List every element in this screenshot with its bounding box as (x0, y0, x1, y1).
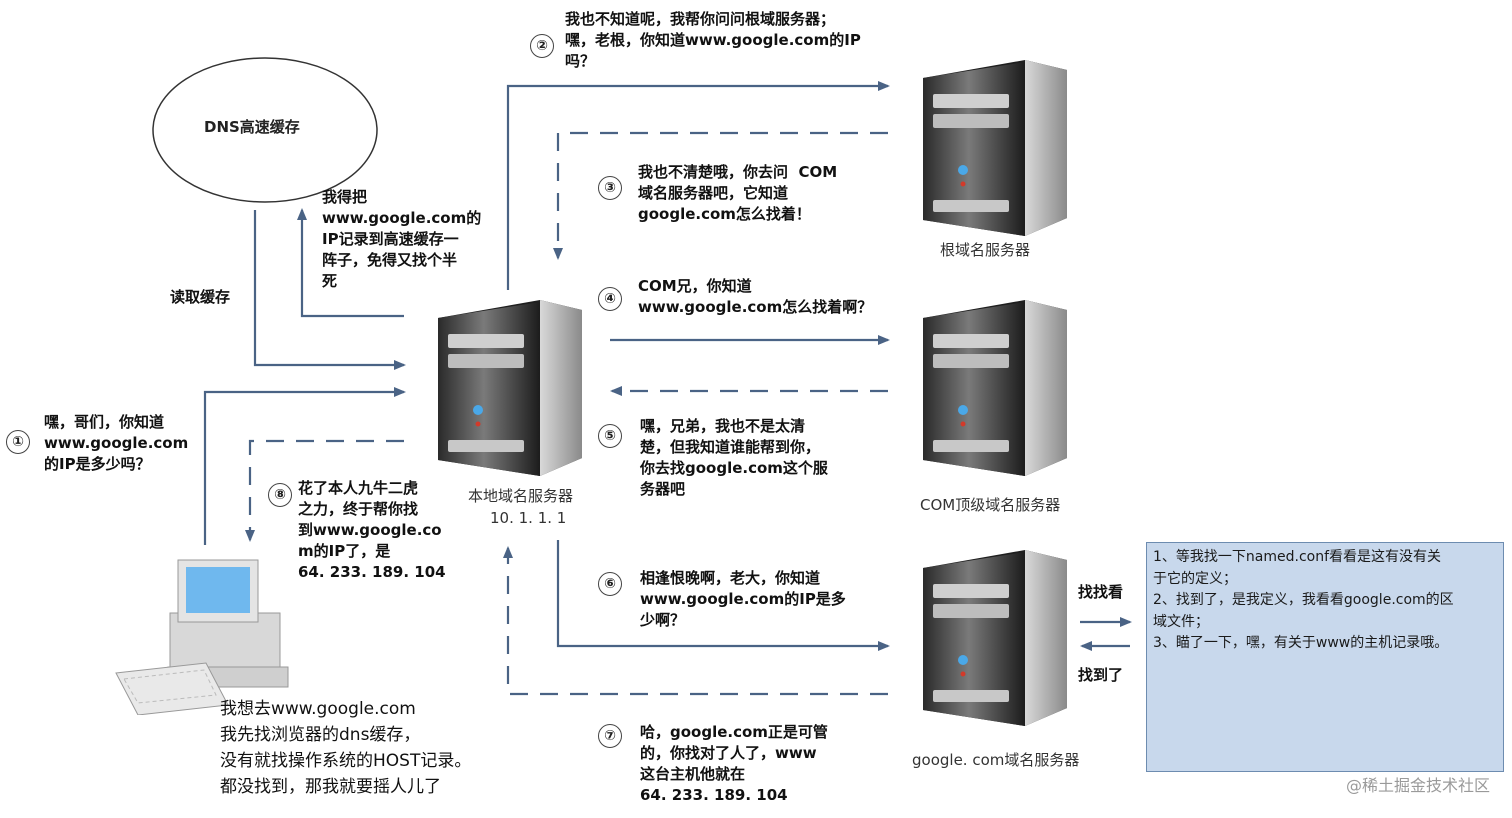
local-server-ip: 10. 1. 1. 1 (490, 509, 567, 527)
user-line-1: 我想去www.google.com (220, 699, 416, 719)
step-7-text: 哈，google.com正是可管 的，你找对了人了，www 这台主机他就在 64… (640, 723, 828, 804)
step-number-2: ② (530, 34, 554, 58)
user-description: 我想去www.google.com 我先找浏览器的dns缓存， 没有就找操作系统… (220, 696, 471, 800)
google-server-label: google. com域名服务器 (912, 751, 1080, 769)
arrow-step-1 (203, 387, 406, 545)
client-computer-icon (115, 559, 289, 715)
note-line-3: 2、找到了，是我定义，我看看google.com的区 (1153, 592, 1454, 608)
user-line-3: 没有就找操作系统的HOST记录。 (220, 751, 472, 771)
step-6-text: 相逢恨晚啊，老大，你知道 www.google.com的IP是多 少啊？ (640, 569, 846, 629)
named-conf-note: 1、等我找一下named.conf看看是这有没有关 于它的定义； 2、找到了，是… (1146, 542, 1504, 772)
arrow-step-2 (506, 81, 890, 290)
arrow-step-7 (503, 546, 888, 696)
arrow-step-3 (553, 131, 888, 260)
note-line-2: 于它的定义； (1153, 570, 1237, 587)
step-number-7: ⑦ (598, 724, 622, 748)
arrow-step-6 (556, 540, 890, 651)
dns-cache-ellipse (152, 57, 378, 203)
save-cache-text: 我得把 www.google.com的 IP记录到高速缓存一 阵子，免得又找个半… (322, 188, 482, 290)
step-number-1: ① (6, 430, 30, 454)
user-line-2: 我先找浏览器的dns缓存， (220, 725, 421, 745)
watermark: @稀土掘金技术社区 (1345, 776, 1490, 795)
note-line-1: 1、等我找一下named.conf看看是这有没有关 (1153, 549, 1442, 565)
local-server-label: 本地域名服务器 (468, 487, 574, 505)
found-label: 找到了 (1078, 666, 1124, 684)
step-number-4: ④ (598, 287, 622, 311)
arrow-save-cache (297, 208, 404, 318)
step-5-text: 嘿，兄弟，我也不是太清 楚，但我知道谁能帮到你， 你去找google.com这个… (640, 417, 828, 498)
com-server-label: COM顶级域名服务器 (920, 496, 1061, 514)
step-4-text: COM兄，你知道 www.google.com怎么找着啊？ (638, 277, 873, 316)
user-line-4: 都没找到，那我就要摇人儿了 (220, 777, 441, 797)
root-server-icon (923, 60, 1067, 236)
root-server-label: 根域名服务器 (940, 241, 1031, 259)
read-cache-label: 读取缓存 (170, 288, 231, 306)
step-number-8: ⑧ (268, 483, 292, 507)
local-server-icon (438, 300, 582, 476)
arrow-read-cache (253, 210, 406, 370)
step-number-3: ③ (598, 176, 622, 200)
note-line-5: 3、瞄了一下，嘿，有关于www的主机记录哦。 (1153, 635, 1449, 651)
step-3-text: 我也不清楚哦，你去问 COM 域名服务器吧，它知道 google.com怎么找着… (638, 163, 838, 223)
step-8-text: 花了本人九牛二虎 之力，终于帮你找 到www.google.co m的IP了，是… (298, 479, 446, 581)
step-number-6: ⑥ (598, 572, 622, 596)
step-1-text: 嘿，哥们，你知道 www.google.com 的IP是多少吗？ (44, 413, 189, 473)
find-label: 找找看 (1078, 583, 1124, 601)
step-2-text: 我也不知道呢，我帮你问问根域服务器； 嘿，老根，你知道www.google.co… (565, 10, 861, 70)
com-server-icon (923, 300, 1067, 476)
step-number-5: ⑤ (598, 424, 622, 448)
arrow-step-8 (245, 439, 404, 542)
dns-cache-label: DNS高速缓存 (204, 118, 300, 136)
note-line-4: 域文件； (1153, 613, 1209, 630)
google-server-icon (923, 550, 1067, 726)
